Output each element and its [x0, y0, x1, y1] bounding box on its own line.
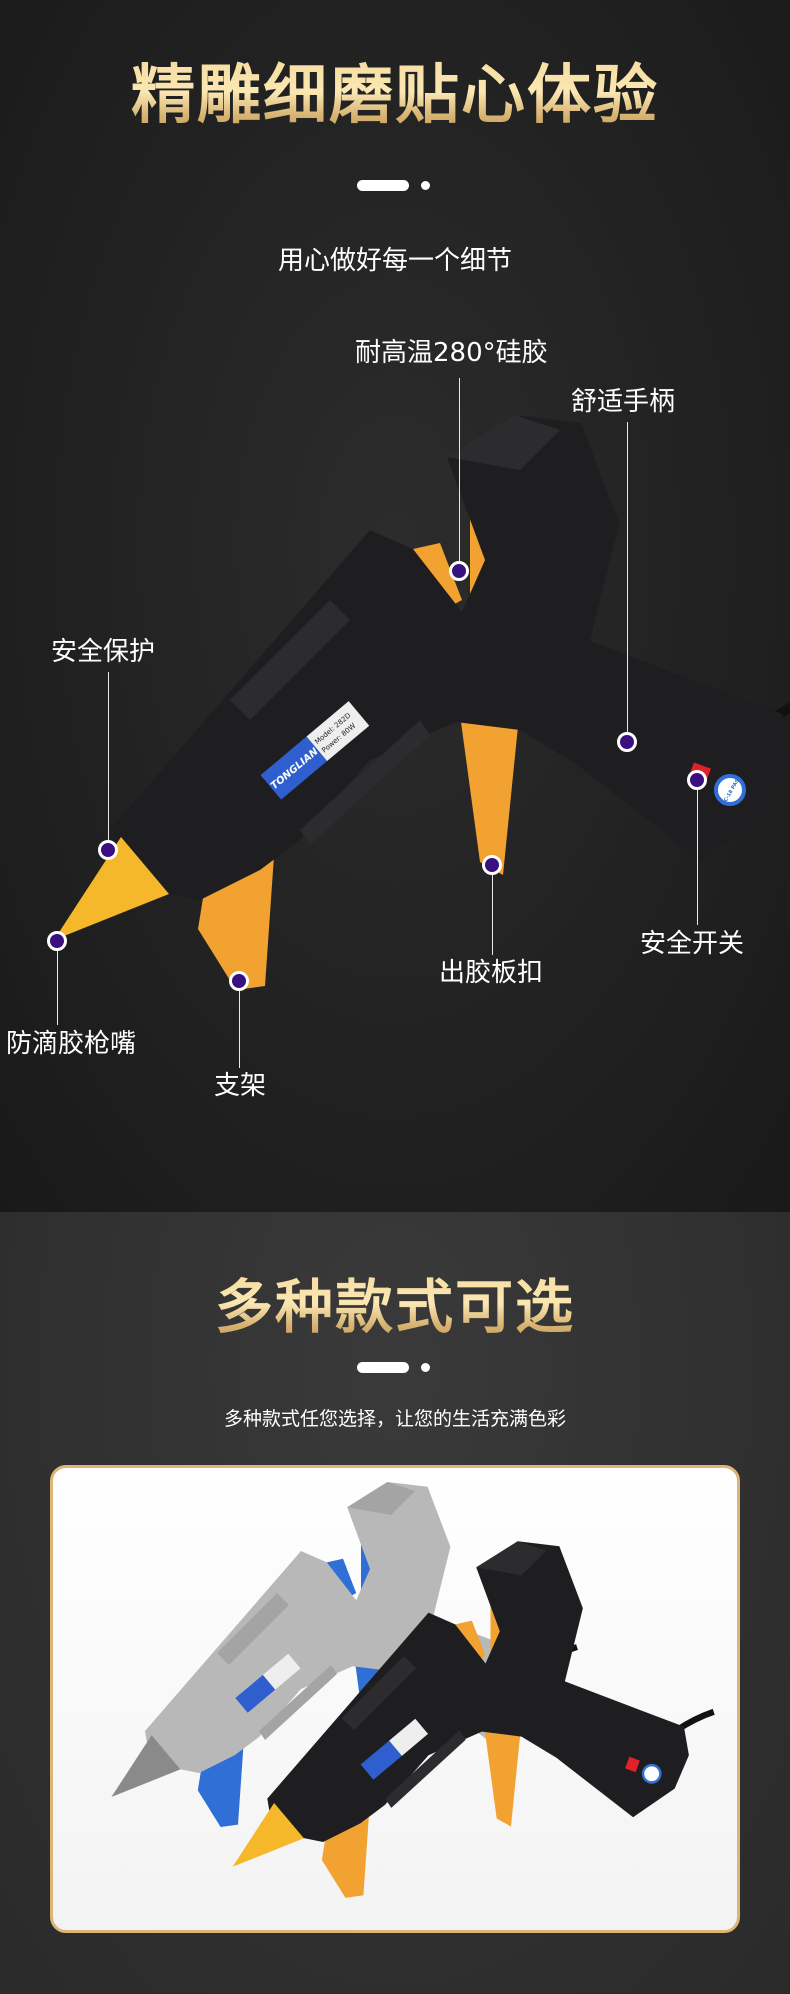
callout-line — [459, 378, 460, 571]
glue-gun-image: TONGLIAN Model: 282D Power: 80W QC-18 PA… — [0, 0, 790, 1212]
callout-pin — [482, 855, 502, 875]
callout-line — [57, 941, 58, 1025]
divider-dots — [355, 1362, 435, 1374]
callout-pin — [98, 840, 118, 860]
styles-section: 多种款式可选 多种款式任您选择，让您的生活充满色彩 — [0, 1212, 790, 1994]
callout-trigger: 出胶板扣 — [439, 958, 544, 988]
callout-pin — [617, 732, 637, 752]
callout-safety-protection: 安全保护 — [51, 637, 156, 667]
callout-line — [697, 780, 698, 925]
styles-subtitle: 多种款式任您选择，让您的生活充满色彩 — [223, 1408, 566, 1430]
callout-line — [627, 422, 628, 742]
callout-switch: 安全开关 — [640, 929, 745, 959]
callout-line — [239, 981, 240, 1068]
callout-nozzle: 防滴胶枪嘴 — [6, 1029, 137, 1059]
details-section: 精雕细磨贴心体验 用心做好每一个细节 TONGLIAN Model: 282D … — [0, 0, 790, 1212]
details-subtitle: 用心做好每一个细节 — [277, 246, 512, 276]
callout-pin — [449, 561, 469, 581]
callout-silicone: 耐高温280°硅胶 — [355, 338, 548, 368]
glue-gun-variants — [53, 1468, 737, 1930]
product-variants-image — [50, 1465, 740, 1933]
callout-pin — [687, 770, 707, 790]
divider-dots — [355, 180, 435, 192]
callout-line — [492, 865, 493, 955]
callout-handle: 舒适手柄 — [571, 387, 676, 417]
styles-title: 多种款式可选 — [0, 1270, 790, 1344]
callout-pin — [47, 931, 67, 951]
callout-stand: 支架 — [214, 1071, 267, 1101]
details-title: 精雕细磨贴心体验 — [0, 56, 790, 136]
callout-pin — [229, 971, 249, 991]
callout-line — [108, 672, 109, 850]
